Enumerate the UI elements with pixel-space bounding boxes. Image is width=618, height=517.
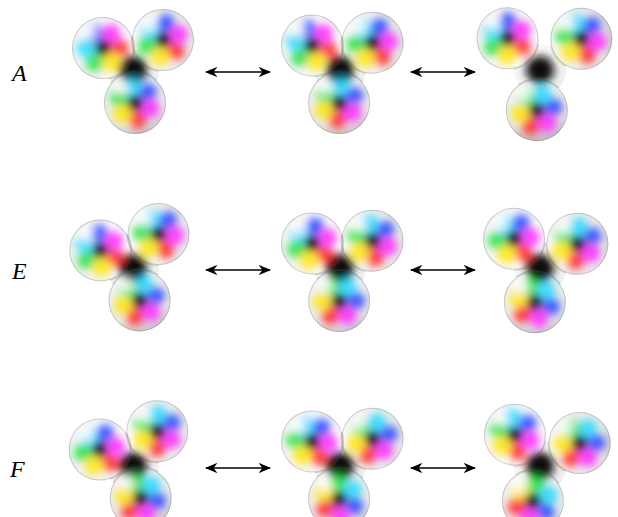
row-label: F (10, 457, 25, 481)
soliton-blob (260, 386, 420, 517)
double-arrow (206, 71, 270, 72)
double-arrow (411, 71, 475, 72)
soliton-blob (460, 0, 618, 150)
soliton-blob (460, 188, 618, 348)
double-arrow (206, 269, 270, 270)
row-label: E (12, 259, 27, 283)
double-arrow (206, 467, 270, 468)
soliton-blob (53, 188, 213, 348)
double-arrow (411, 269, 475, 270)
soliton-blob (53, 0, 213, 150)
double-arrow (411, 467, 475, 468)
row-label: A (12, 61, 27, 85)
soliton-blob (260, 0, 420, 150)
soliton-blob (53, 386, 213, 517)
soliton-blob (460, 386, 618, 517)
soliton-blob (260, 188, 420, 348)
